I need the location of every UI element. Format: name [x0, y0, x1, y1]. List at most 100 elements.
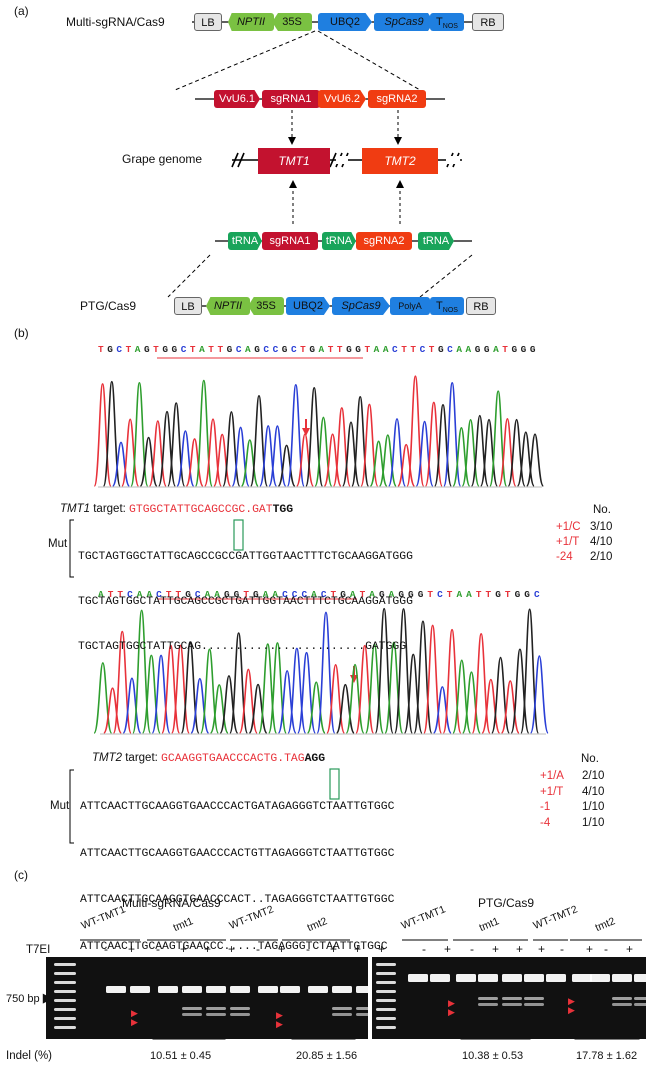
base-C: C [127, 589, 133, 600]
t7ei-sign: - [156, 942, 160, 956]
base-A: A [349, 589, 356, 600]
trace-peak [397, 443, 416, 487]
tmt2-row-3: ATTCAACTTGCAAGGTGAACCCACT..TAGAGGGTCTAAT… [80, 894, 395, 906]
trace-peak [461, 671, 481, 734]
trace-peak [355, 644, 375, 734]
tmt1-mut-label: Mut [48, 538, 68, 550]
gel-band [54, 1017, 76, 1020]
gel-band [524, 1003, 544, 1006]
tmt2-row-1: ATTCAACTTGCAAGGTGAACCCACTGATAGAGGGTCTAAT… [80, 801, 395, 813]
base-T: T [446, 589, 453, 600]
trace-peak [141, 654, 161, 734]
gel-band [376, 1017, 396, 1020]
trace-peak [157, 410, 177, 487]
red-arrow-icon: ▶ [448, 1007, 455, 1017]
gel-right [372, 957, 646, 1039]
tmt2-no-header: No. [581, 753, 599, 765]
sgrna1-box-b: sgRNA1 [262, 232, 318, 250]
t7ei-sign: + [330, 942, 338, 956]
base-A: A [465, 344, 472, 355]
base-T: T [117, 589, 124, 600]
base-T: T [208, 344, 214, 355]
trace-peak [470, 414, 489, 487]
trace-peak [341, 421, 361, 487]
spcas9-box-2: SpCas9 [332, 297, 390, 315]
gel-band [502, 974, 522, 982]
base-A: A [199, 344, 205, 355]
base-T: T [125, 344, 132, 355]
base-T: T [502, 344, 508, 355]
gel-band [356, 1007, 368, 1010]
right-gel-arrows-1: ▶▶ [448, 999, 455, 1017]
t7ei-sign: + [516, 942, 524, 956]
base-C: C [180, 344, 187, 355]
t7ei-sign: + [354, 942, 362, 956]
base-T: T [410, 344, 417, 355]
gel-band [54, 1008, 76, 1011]
trace-peak [323, 433, 342, 487]
base-G: G [474, 344, 481, 355]
base-T: T [300, 344, 306, 355]
base-T: T [153, 344, 159, 355]
t7ei-sign: + [444, 942, 452, 956]
trace-peak [452, 427, 471, 487]
base-G: G [483, 344, 490, 355]
genome-label: Grape genome [122, 152, 203, 166]
35s-box: 35S [272, 13, 312, 31]
base-A: A [373, 344, 380, 355]
base-G: G [529, 344, 536, 355]
t7ei-sign: - [422, 942, 426, 956]
base-A: A [493, 344, 499, 355]
gel-band [54, 963, 76, 966]
gel-band [376, 1008, 396, 1011]
tmt1-row-1: TGCTAGTGGCTATTGCAGCCGCCGATTGGTAACTTTCTGC… [78, 551, 413, 563]
ptg-label: PTG/Cas9 [80, 299, 137, 313]
gel-band [106, 986, 126, 993]
tnos-box-2: TNOS [430, 297, 464, 315]
gel-band [158, 986, 178, 993]
t7ei-sign: - [604, 942, 608, 956]
panel-c-label: (c) [14, 868, 28, 882]
base-A: A [136, 589, 143, 600]
base-T: T [243, 589, 249, 600]
t7ei-label: T7EI [26, 944, 51, 956]
base-A: A [466, 589, 472, 600]
gel-band [634, 997, 646, 1000]
base-G: G [511, 344, 518, 355]
vvu62-box: VvU6.2 [318, 90, 366, 108]
trace-peak [424, 401, 443, 487]
gel-left-title: Multi-sgRNA/Cas9 [122, 896, 221, 910]
base-T: T [428, 344, 435, 355]
ubq2-box-2: UBQ2 [286, 297, 330, 315]
base-G: G [408, 589, 414, 600]
gel-band [546, 974, 566, 982]
gel-band [54, 990, 76, 993]
base-G: G [346, 344, 352, 355]
trace-peak [479, 418, 499, 487]
red-arrow-icon: ▶ [568, 996, 575, 1006]
base-T: T [364, 344, 371, 355]
base-G: G [281, 344, 288, 355]
trace-peak [122, 677, 142, 734]
trace-peak [287, 647, 307, 734]
tmt1-pam: TGG [272, 504, 294, 516]
t7ei-sign: + [586, 942, 594, 956]
base-C: C [419, 344, 426, 355]
trace-peak [248, 683, 268, 734]
trace-peak [498, 418, 517, 487]
base-T: T [336, 344, 343, 355]
tmt1-row-2: TGCTAGTGGCTATTGCAGCCGCTGATTGGTAACTTTCTGC… [78, 596, 413, 608]
trace-peak [378, 434, 397, 487]
base-A: A [98, 589, 104, 600]
gel-band [258, 986, 278, 993]
gel-band [612, 997, 632, 1000]
base-T: T [98, 344, 104, 355]
lb-box-2: LB [174, 297, 202, 315]
multi-sgrna-label: Multi-sgRNA/Cas9 [66, 15, 165, 29]
gel-left [46, 957, 368, 1039]
tmt1-counts: 3/10 4/10 2/10 [590, 521, 613, 563]
gel-band [408, 974, 428, 982]
t7ei-sign: - [306, 942, 310, 956]
base-T: T [504, 589, 511, 600]
